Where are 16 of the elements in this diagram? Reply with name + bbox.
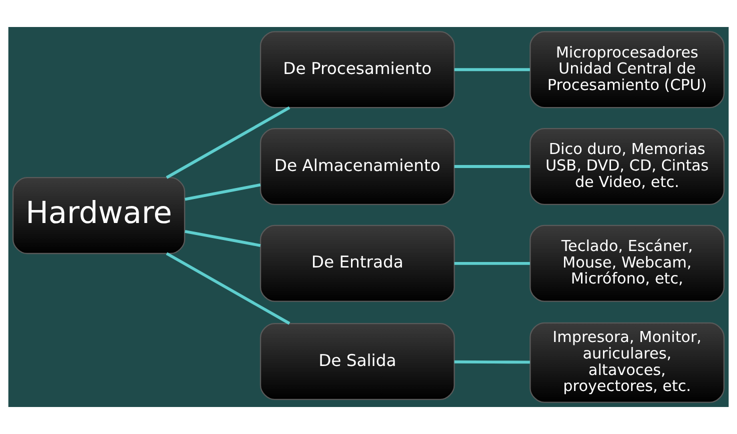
connector — [184, 230, 261, 247]
connector — [454, 68, 530, 72]
connector — [454, 165, 530, 168]
node-box: Impresora, Monitor, auriculares, altavoces, proyectores, etc. — [530, 322, 725, 403]
node-box: De Entrada — [260, 224, 455, 302]
node-box: De Procesamiento — [260, 31, 455, 108]
connector — [454, 360, 530, 364]
connector — [166, 106, 290, 179]
connector — [454, 262, 530, 265]
node-box: De Almacenamiento — [260, 128, 455, 206]
node-box: Hardware — [12, 177, 186, 254]
node-box: Microprocesadores Unidad Central de Procesamiento (CPU) — [530, 31, 725, 108]
connector — [184, 183, 261, 201]
node-box: Teclado, Escáner, Mouse, Webcam, Micrófono, etc, — [530, 224, 725, 302]
node-box: Dico duro, Memorias USB, DVD, CD, Cintas de Video, etc. — [530, 128, 725, 206]
node-box: De Salida — [260, 322, 455, 400]
